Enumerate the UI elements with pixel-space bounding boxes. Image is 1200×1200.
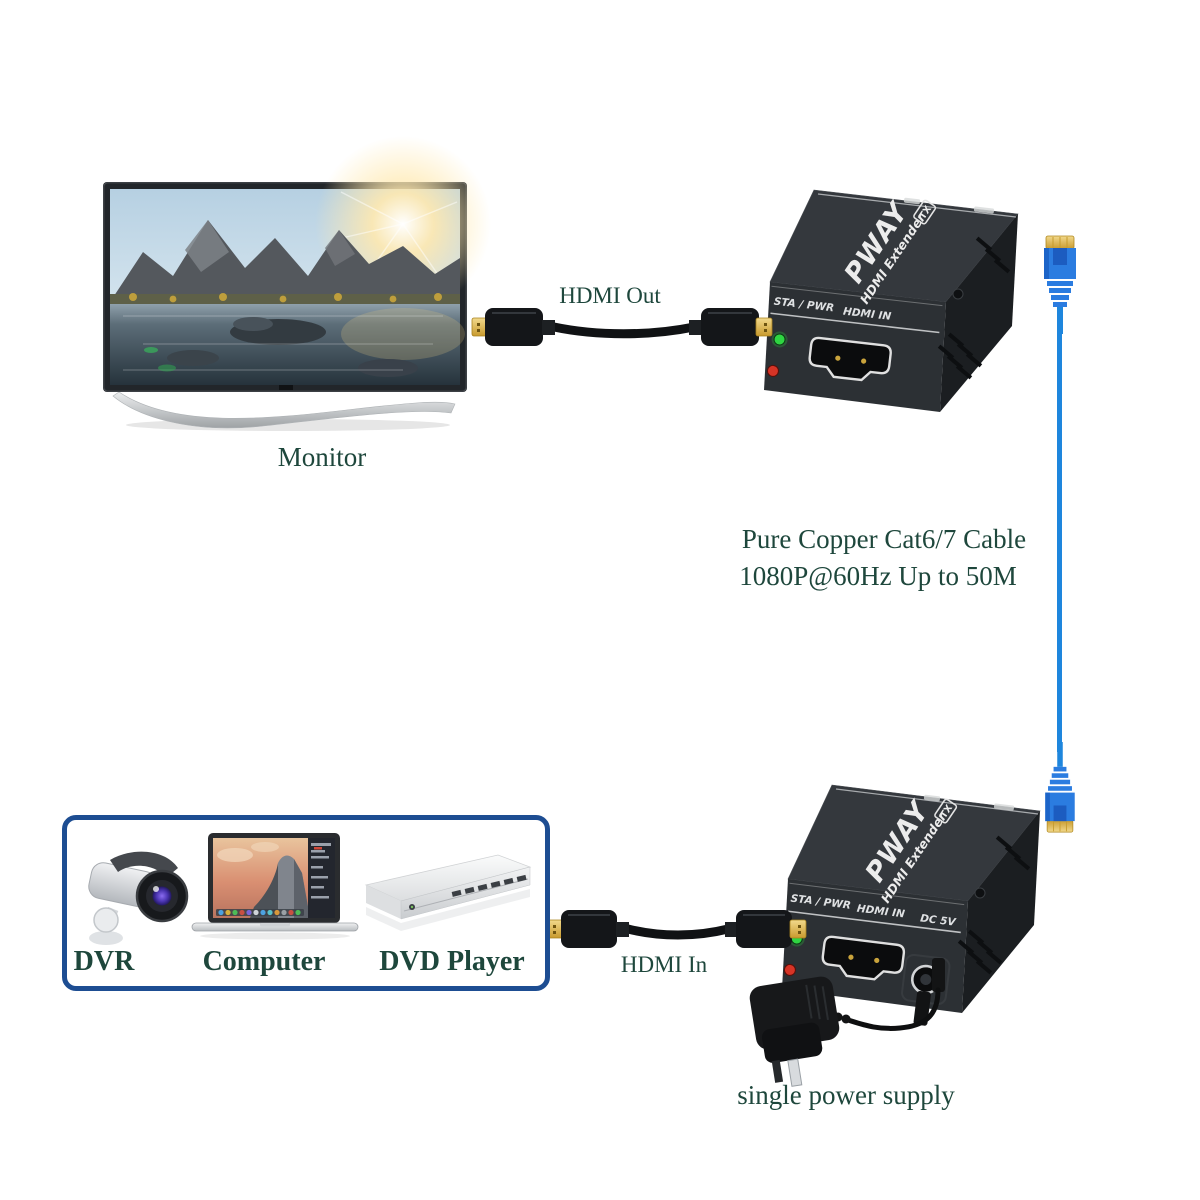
red-led <box>783 963 796 976</box>
hdmi-port <box>821 935 906 981</box>
source-label-dvr: DVR <box>73 946 135 977</box>
monitor-illustration <box>103 136 491 431</box>
side-vents <box>957 835 1031 975</box>
ethernet-cable-run <box>1057 328 1062 752</box>
dvd-player-icon <box>364 854 532 931</box>
hdmi-in-cable <box>547 910 807 948</box>
hdmi-port-label: HDMI IN <box>842 306 891 323</box>
hdmi-out-cable <box>471 308 773 346</box>
hdmi-out-label: HDMI Out <box>559 283 661 308</box>
monitor-stand <box>112 391 456 429</box>
source-label-dvd-player: DVD Player <box>379 946 525 977</box>
side-vents <box>937 236 1011 380</box>
hdmi-extender-top: PWAY HDMI Extender TX STA / PWR HDMI IN <box>764 189 1019 412</box>
dc-port-label: DC 5V <box>919 912 957 928</box>
hdmi-port-label: HDMI IN <box>856 903 906 921</box>
source-label-computer: Computer <box>202 946 326 977</box>
cat-cable-caption-line2: 1080P@60Hz Up to 50M <box>739 561 1017 591</box>
dvr-camera-icon <box>88 851 189 945</box>
computer-icon <box>191 833 359 940</box>
power-supply-label: single power supply <box>737 1080 955 1110</box>
hdmi-port <box>808 336 892 382</box>
rj45-connector-bottom-icon <box>1045 742 1075 833</box>
rj45-connector-top-icon <box>1044 235 1076 334</box>
hdmi-extender-bottom: PWAY HDMI Extender TX STA / PWR HDMI IN … <box>782 784 1041 1026</box>
red-led <box>766 364 779 377</box>
power-adapter <box>749 958 945 1087</box>
monitor-screen-image <box>110 136 491 385</box>
cat-cable-caption-line1: Pure Copper Cat6/7 Cable <box>741 524 1027 554</box>
hdmi-in-label: HDMI In <box>620 952 708 977</box>
monitor-label: Monitor <box>277 442 367 472</box>
